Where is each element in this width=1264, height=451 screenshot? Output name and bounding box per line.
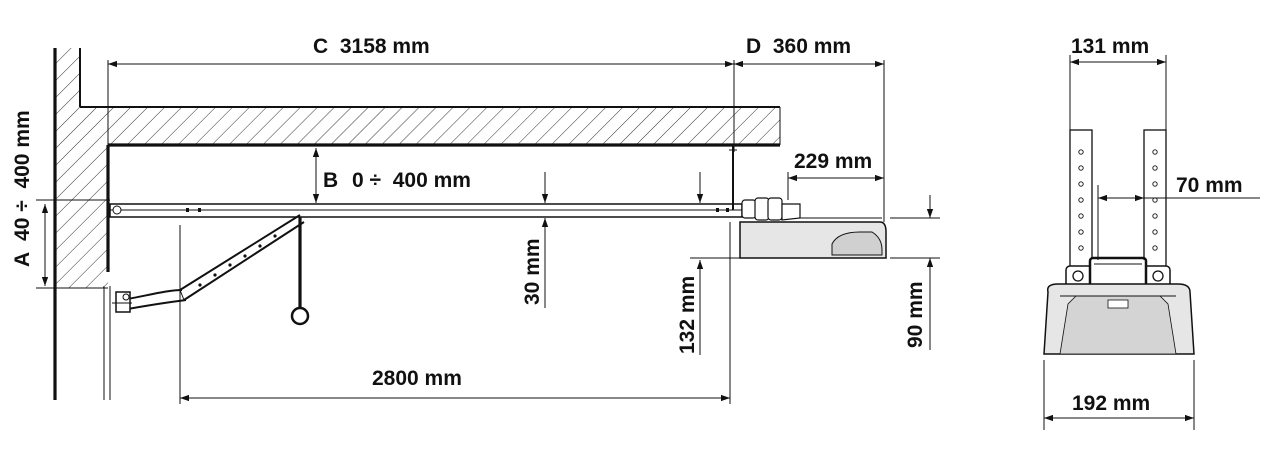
label-dim-90: 90 mm bbox=[904, 281, 927, 348]
motor-unit bbox=[739, 197, 887, 259]
label-dim-192: 192 mm bbox=[1072, 392, 1150, 415]
front-view bbox=[1043, 129, 1195, 355]
label-dim-a: A 40 ÷ 400 mm bbox=[11, 110, 34, 267]
label-dim-d: D 360 mm bbox=[746, 35, 851, 58]
label-dim-b-letter: B bbox=[323, 169, 338, 192]
label-dim-c: C 3158 mm bbox=[313, 35, 430, 58]
label-dim-30: 30 mm bbox=[521, 238, 544, 305]
label-dim-2800: 2800 mm bbox=[372, 367, 462, 390]
dimensions-front bbox=[1043, 55, 1260, 430]
label-dim-131: 131 mm bbox=[1071, 35, 1149, 58]
wall-ceiling bbox=[53, 48, 781, 400]
label-dim-70: 70 mm bbox=[1176, 174, 1243, 197]
label-dim-b-value: 0 ÷ 400 mm bbox=[352, 169, 471, 192]
label-dim-229: 229 mm bbox=[794, 150, 872, 173]
door-arm bbox=[112, 214, 310, 326]
dimensions-side bbox=[36, 60, 940, 404]
label-dim-132: 132 mm bbox=[676, 276, 699, 354]
